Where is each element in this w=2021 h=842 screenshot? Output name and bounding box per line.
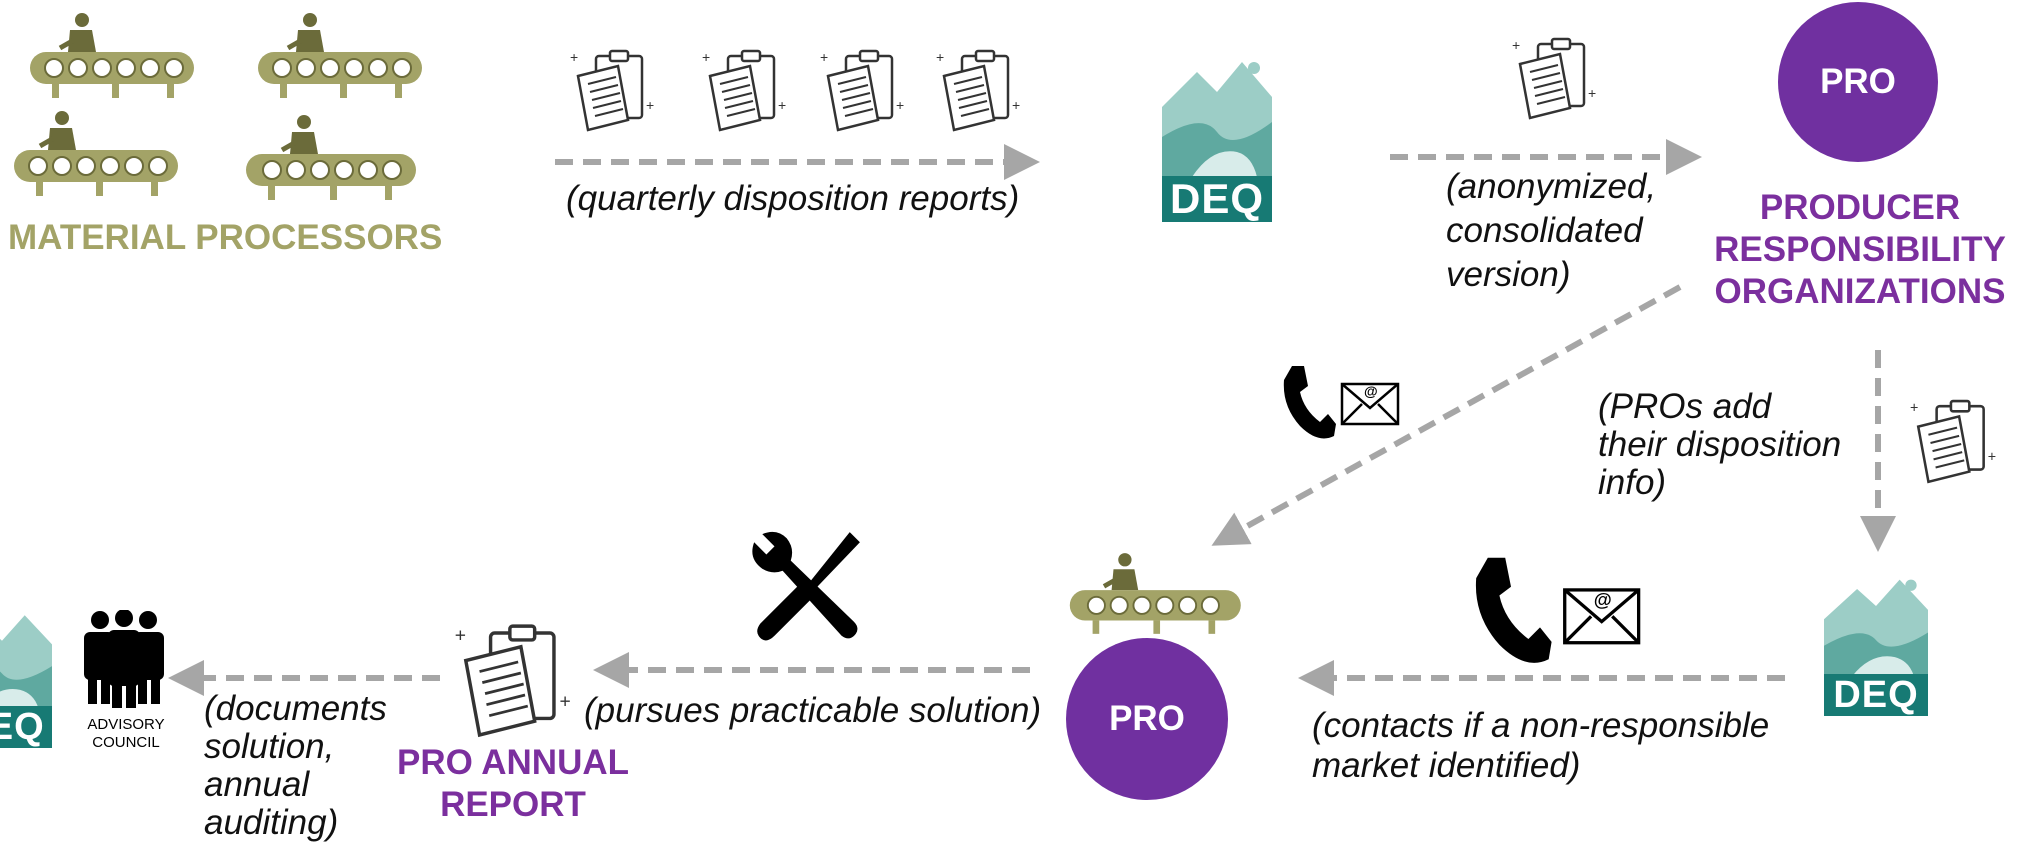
arrow-pro-diagonal bbox=[1211, 284, 1682, 546]
conveyor-worker-icon bbox=[30, 13, 194, 98]
svg-text:@: @ bbox=[1364, 383, 1378, 399]
svg-text:+: + bbox=[455, 625, 466, 646]
advisory-council-label: ADVISORY COUNCIL bbox=[78, 716, 174, 752]
people-group-icon bbox=[84, 610, 164, 708]
caption-line: market identified) bbox=[1312, 746, 1581, 785]
annual-report-line: PRO ANNUAL bbox=[396, 743, 630, 782]
svg-text:+: + bbox=[1512, 37, 1520, 53]
report-document-icon: ++ bbox=[936, 49, 1020, 132]
phone-icon bbox=[1283, 366, 1336, 439]
svg-text:+: + bbox=[559, 691, 570, 712]
phone-icon bbox=[1475, 557, 1552, 663]
svg-text:+: + bbox=[936, 49, 944, 65]
caption-documents: (documents solution, annual auditing) bbox=[204, 690, 387, 842]
caption-quarterly-reports: (quarterly disposition reports) bbox=[566, 179, 1020, 218]
annual-report-line: REPORT bbox=[440, 785, 586, 824]
report-document-icon: ++ bbox=[455, 624, 571, 738]
advisory-line: COUNCIL bbox=[92, 734, 160, 751]
svg-text:+: + bbox=[646, 97, 654, 113]
pro-circle-bottom: PRO bbox=[1066, 638, 1228, 800]
caption-pros-add: (PROs add their disposition info) bbox=[1598, 388, 1841, 502]
caption-line: (contacts if a non-responsible bbox=[1312, 706, 1770, 745]
caption-line: (anonymized, bbox=[1446, 167, 1657, 206]
deq-name-plate: DEQ bbox=[1162, 176, 1272, 222]
deq-logo: DEQ bbox=[0, 608, 52, 748]
svg-text:+: + bbox=[1988, 449, 1996, 465]
svg-text:+: + bbox=[1012, 97, 1020, 113]
caption-line: consolidated bbox=[1446, 211, 1643, 250]
report-document-icon: ++ bbox=[570, 49, 654, 132]
caption-line: (PROs add bbox=[1598, 387, 1772, 426]
pros-title-line: ORGANIZATIONS bbox=[1714, 272, 2006, 311]
report-document-icon: ++ bbox=[1910, 399, 1996, 484]
conveyor-worker-icon bbox=[1069, 553, 1241, 634]
deq-landscape-icon bbox=[1824, 579, 1928, 676]
deq-landscape-icon bbox=[1162, 62, 1272, 177]
pro-annual-report-label: PRO ANNUAL REPORT bbox=[388, 742, 638, 826]
deq-landscape-icon bbox=[0, 615, 52, 708]
svg-text:+: + bbox=[820, 49, 828, 65]
svg-text:+: + bbox=[1588, 85, 1596, 101]
pro-circle-top: PRO bbox=[1778, 2, 1938, 162]
caption-line: info) bbox=[1598, 463, 1667, 502]
caption-line: version) bbox=[1446, 255, 1571, 294]
tools-icon bbox=[752, 531, 860, 641]
caption-contacts: (contacts if a non-responsible market id… bbox=[1312, 706, 1769, 786]
svg-text:+: + bbox=[570, 49, 578, 65]
deq-name-plate: DEQ bbox=[0, 706, 52, 748]
svg-text:+: + bbox=[778, 97, 786, 113]
report-document-icon: ++ bbox=[1512, 37, 1596, 120]
svg-text:+: + bbox=[1910, 400, 1918, 416]
pros-title-line: PRODUCER bbox=[1759, 188, 1961, 227]
deq-name-plate: DEQ bbox=[1824, 674, 1928, 716]
caption-anonymized: (anonymized, consolidated version) bbox=[1446, 165, 1656, 297]
pros-title-line: RESPONSIBILITY bbox=[1714, 230, 2006, 269]
producer-responsibility-organizations-label: PRODUCER RESPONSIBILITY ORGANIZATIONS bbox=[1700, 187, 2020, 313]
email-icon: @ bbox=[1563, 588, 1641, 645]
conveyor-worker-icon bbox=[14, 111, 178, 196]
conveyor-worker-icon bbox=[258, 13, 422, 98]
caption-line: their disposition bbox=[1598, 425, 1842, 464]
svg-text:+: + bbox=[896, 97, 904, 113]
deq-logo: DEQ bbox=[1824, 572, 1928, 716]
material-processors-label: MATERIAL PROCESSORS bbox=[8, 218, 443, 257]
caption-line: annual bbox=[204, 765, 310, 804]
caption-line: auditing) bbox=[204, 803, 339, 842]
email-icon: @ bbox=[1340, 382, 1400, 426]
caption-pursues: (pursues practicable solution) bbox=[584, 691, 1042, 730]
caption-line: solution, bbox=[204, 727, 335, 766]
report-document-icon: ++ bbox=[820, 49, 904, 132]
svg-text:+: + bbox=[702, 49, 710, 65]
conveyor-worker-icon bbox=[246, 115, 416, 200]
svg-text:@: @ bbox=[1594, 589, 1612, 610]
advisory-line: ADVISORY bbox=[87, 716, 165, 733]
report-document-icon: ++ bbox=[702, 49, 786, 132]
caption-line: (documents bbox=[204, 689, 387, 728]
deq-logo: DEQ bbox=[1162, 52, 1272, 222]
